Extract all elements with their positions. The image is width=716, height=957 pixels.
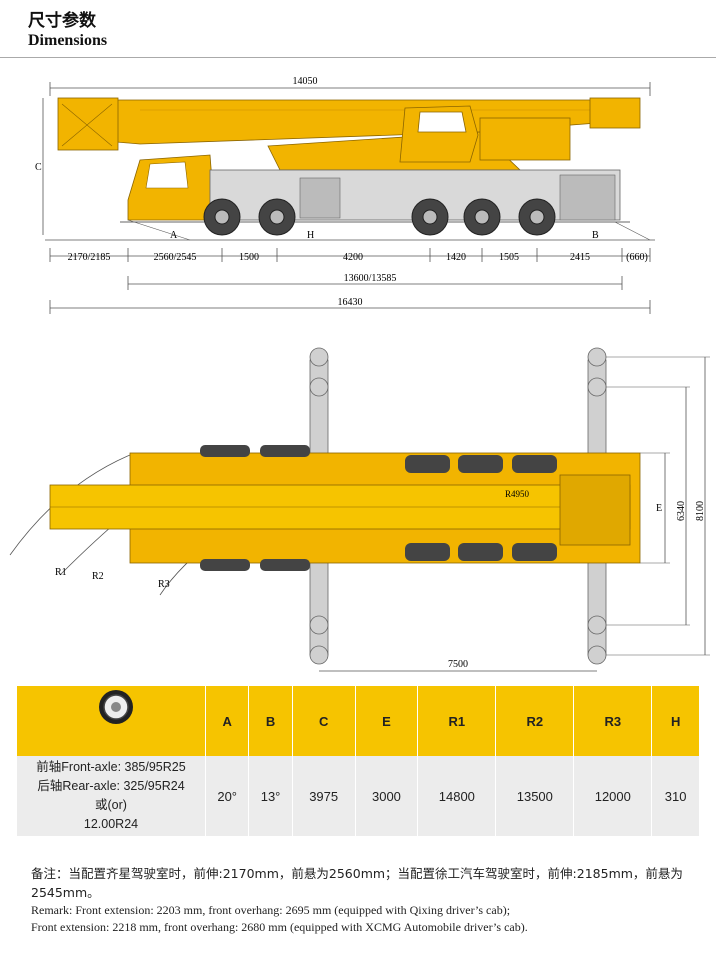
dim-r3: R3 xyxy=(158,579,170,590)
dim-axle4: 1505 xyxy=(499,252,519,263)
tires-top xyxy=(200,445,557,571)
dim-rear-ext: (660) xyxy=(626,252,648,263)
remark-en-1: Remark: Front extension: 2203 mm, front … xyxy=(31,903,511,917)
dim-radius: R4950 xyxy=(505,489,530,499)
col-header: R3 xyxy=(573,686,653,756)
dim-r1: R1 xyxy=(55,567,67,578)
tire-icon xyxy=(99,690,133,724)
dim-overall-top: 14050 xyxy=(293,76,318,87)
crane-top-view: R1 R2 R3 R4950 E 6340 8100 7500 xyxy=(9,347,710,672)
col-header: A xyxy=(205,686,250,756)
dim-r2: R2 xyxy=(92,571,104,582)
dim-axle2: 4200 xyxy=(343,252,363,263)
dim-e: E xyxy=(656,503,662,514)
table-cell: 14800 xyxy=(417,756,497,836)
operator-cab xyxy=(399,105,571,163)
dim-h: H xyxy=(307,230,314,241)
dim-w1: 6340 xyxy=(676,501,687,521)
title-zh: 尺寸参数 xyxy=(28,11,96,31)
dim-front-ext: 2170/2185 xyxy=(68,252,111,263)
tire-spec-cell: 前轴Front-axle: 385/95R25 后轴Rear-axle: 325… xyxy=(17,756,206,836)
table-cell: 13° xyxy=(248,756,293,836)
tire-header-cell xyxy=(17,686,206,756)
table-cell: 3975 xyxy=(292,756,356,836)
col-header: R1 xyxy=(417,686,497,756)
boom xyxy=(57,97,641,171)
table-cell: 13500 xyxy=(495,756,575,836)
tire-line: 或(or) xyxy=(95,798,127,812)
tire-line: 12.00R24 xyxy=(83,817,139,831)
dim-a: A xyxy=(170,230,178,241)
remark-zh: 备注：当配置齐星驾驶室时，前伸:2170mm，前悬为2560mm；当配置徐工汽车… xyxy=(31,866,683,900)
tire-line: 前轴Front-axle: 385/95R25 xyxy=(36,760,186,774)
header: 尺寸参数 Dimensions xyxy=(0,0,716,58)
col-header: H xyxy=(651,686,700,756)
tire-line: 后轴Rear-axle: 325/95R24 xyxy=(37,779,185,793)
col-header: R2 xyxy=(495,686,575,756)
dim-c: C xyxy=(35,162,42,173)
col-header: C xyxy=(292,686,356,756)
dim-rear: 2415 xyxy=(570,252,590,263)
dim-length-mid: 13600/13585 xyxy=(344,273,397,284)
header-divider xyxy=(0,57,716,58)
table-header-row: A B C E R1 R2 R3 H xyxy=(17,686,700,756)
dim-b: B xyxy=(592,230,599,241)
title-en: Dimensions xyxy=(28,32,108,49)
dim-span: 7500 xyxy=(448,659,468,670)
dimension-table: A B C E R1 R2 R3 H 前轴Front-axle: 385/95R… xyxy=(17,686,700,836)
table-cell: 310 xyxy=(651,756,700,836)
dim-axle1: 1500 xyxy=(239,252,259,263)
remark-en-2: Front extension: 2218 mm, front overhang… xyxy=(31,920,528,934)
crane-side-view: 14050 C A B H xyxy=(35,76,655,314)
dim-front-overhang: 2560/2545 xyxy=(154,252,197,263)
table-cell: 3000 xyxy=(355,756,419,836)
outriggers xyxy=(309,347,607,665)
wheels xyxy=(203,198,556,236)
col-header: B xyxy=(248,686,293,756)
dim-axle3: 1420 xyxy=(446,252,466,263)
dim-w2: 8100 xyxy=(695,501,706,521)
remarks: 备注：当配置齐星驾驶室时，前伸:2170mm，前悬为2560mm；当配置徐工汽车… xyxy=(31,864,691,936)
col-header: E xyxy=(355,686,419,756)
table-cell: 20° xyxy=(205,756,250,836)
dim-length-total: 16430 xyxy=(338,297,363,308)
table-value-row: 前轴Front-axle: 385/95R25 后轴Rear-axle: 325… xyxy=(17,756,700,836)
table-cell: 12000 xyxy=(573,756,653,836)
